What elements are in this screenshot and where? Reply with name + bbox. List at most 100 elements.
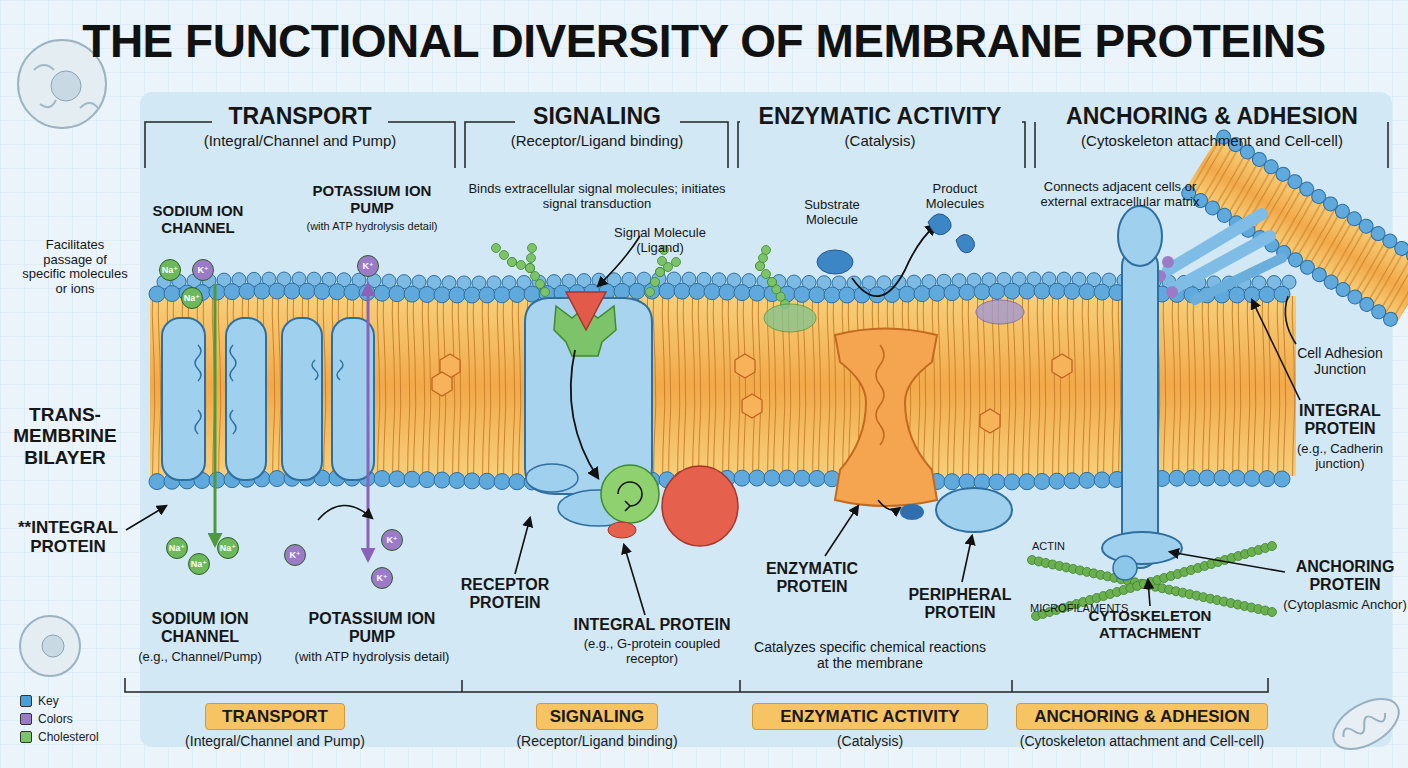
legend-item: Cholesterol [20, 730, 99, 744]
lipid-head [1034, 283, 1050, 299]
text-label: ANCHORING PROTEIN [1285, 558, 1405, 594]
text-label: CYTOSKELETON ATTACHMENT [1060, 608, 1240, 642]
lipid-head [689, 283, 705, 299]
lipid-head [1034, 473, 1050, 489]
lipid-head [959, 284, 975, 300]
text-label: POTASSIUM ION PUMP [312, 183, 432, 217]
text-label: Facilitates passage of specific molecule… [20, 238, 130, 296]
lipid-head [254, 283, 270, 299]
lipid-head [899, 286, 915, 302]
pump-subunit [282, 318, 322, 480]
node-heading: TRANSPORT [222, 707, 328, 727]
text-label: (Cytoplasmic Anchor) [1280, 598, 1408, 613]
lipid-head [944, 474, 960, 490]
bead [527, 254, 536, 263]
adhesion-molecule [1166, 286, 1178, 298]
text-label: Cell Adhesion Junction [1285, 346, 1395, 377]
lipid-head [434, 287, 450, 303]
lipid-head [1184, 470, 1200, 486]
lipid-head [1244, 470, 1260, 486]
cell-icon [20, 616, 80, 676]
text-label: Catalyzes specific chemical reactions at… [750, 640, 990, 671]
text-label: Signal Molecule (Ligand) [605, 226, 715, 255]
lipid-head [1094, 472, 1110, 488]
anchor-head [1118, 206, 1162, 266]
lipid-head [209, 472, 225, 488]
lipid-head [764, 470, 780, 486]
lipid-head [494, 474, 510, 490]
lipid-head [329, 284, 345, 300]
text-label: TRANSPORT [170, 104, 430, 130]
bead [536, 280, 545, 289]
bead [656, 268, 665, 277]
bead [526, 264, 535, 273]
text-label: (Integral/Channel and Pump) [165, 133, 435, 150]
ion-particle: K⁺ [371, 567, 393, 589]
ion-particle: Na⁺ [181, 287, 203, 309]
lipid-head [974, 284, 990, 300]
legend-item: Colors [20, 712, 73, 726]
node-subtitle: (Catalysis) [837, 733, 903, 749]
bead [528, 244, 537, 253]
potassium-pump [282, 284, 374, 560]
legend-swatch [20, 731, 32, 743]
node-heading: K⁺ [386, 535, 397, 545]
product-molecule [900, 504, 924, 520]
lipid-head [269, 283, 285, 299]
effector-protein [608, 522, 636, 538]
cell-organelle [34, 65, 98, 108]
leader-line [825, 506, 858, 556]
lipid-head [674, 283, 690, 299]
legend-text: Colors [38, 712, 73, 726]
lipid-head [434, 472, 450, 488]
lipid-head [719, 284, 735, 300]
lipid-head [749, 470, 765, 486]
ion-particle: Na⁺ [217, 537, 239, 559]
leader-line [1285, 296, 1296, 344]
section-band: ENZYMATIC ACTIVITY(Catalysis) [752, 703, 988, 730]
lipid-head [824, 287, 840, 303]
adhesion-molecule [1162, 256, 1174, 268]
text-label: (Receptor/Ligand binding) [467, 133, 727, 150]
lipid-head [794, 470, 810, 486]
bead [664, 263, 673, 272]
lipid-head [1274, 471, 1290, 487]
node-heading: Na⁺ [169, 543, 185, 553]
bead [1268, 608, 1277, 617]
section-band: SIGNALING(Receptor/Ligand binding) [536, 703, 658, 730]
channel-subunit [226, 318, 266, 480]
legend-swatch [20, 713, 32, 725]
lipid-head [374, 471, 390, 487]
cadherin-rod [1195, 258, 1282, 300]
anchor-body [1122, 248, 1158, 568]
lipid-head [794, 286, 810, 302]
lipid-head [164, 286, 180, 302]
leader-line [598, 236, 640, 286]
text-label: INTEGRAL PROTEIN [552, 616, 752, 634]
signal-arrow [571, 350, 598, 478]
text-label: ENZYMATIC PROTEIN [752, 560, 872, 596]
leader-line [1148, 580, 1150, 606]
bead [762, 270, 771, 279]
membrane-bump [764, 304, 816, 332]
pump-detail [312, 360, 343, 380]
text-label: PERIPHERAL PROTEIN [895, 586, 1025, 622]
lipid-head [659, 283, 675, 299]
bead [526, 264, 535, 273]
cell-nucleus [51, 71, 81, 101]
lipid-head [314, 283, 330, 299]
node-subtitle: (Integral/Channel and Pump) [185, 733, 365, 749]
bead [541, 288, 550, 297]
lipid-head [1229, 287, 1245, 303]
diagram-title: THE FUNCTIONAL DIVERSITY OF MEMBRANE PRO… [0, 14, 1408, 68]
cholesterol-ring [1052, 354, 1072, 378]
lipid-head [1094, 284, 1110, 300]
lipid-head [449, 287, 465, 303]
mitochondrion-icon [1325, 689, 1407, 760]
ion-particle: Na⁺ [188, 553, 210, 575]
ion-particle: K⁺ [357, 255, 379, 277]
text-label: (with ATP hydrolysis detail) [287, 650, 457, 665]
node-subtitle: (Receptor/Ligand binding) [516, 733, 677, 749]
lipid-head [929, 285, 945, 301]
